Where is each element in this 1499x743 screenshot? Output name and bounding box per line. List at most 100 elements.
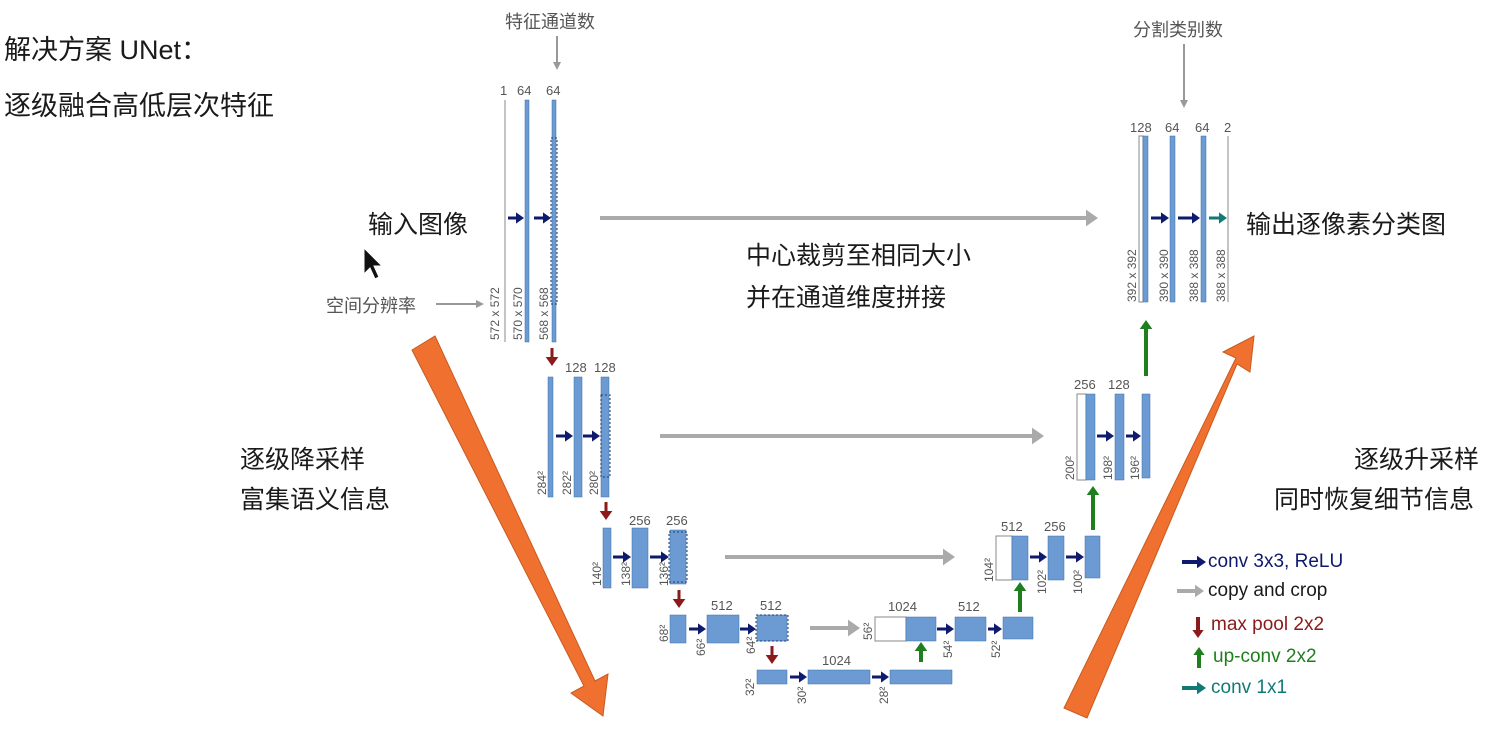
title-line-1: 解决方案 UNet： bbox=[4, 35, 209, 65]
channel-label: 1024 bbox=[888, 599, 917, 614]
conv-arrow bbox=[1076, 551, 1084, 563]
channel-label: 512 bbox=[711, 598, 733, 613]
cropped-region bbox=[755, 614, 789, 642]
size-label: 392 x 392 bbox=[1125, 249, 1139, 302]
cropped-region bbox=[668, 531, 688, 583]
upsample-line-2: 同时恢复细节信息 bbox=[1274, 486, 1475, 514]
channel-label: 512 bbox=[1001, 519, 1023, 534]
conv-arrow bbox=[946, 623, 954, 635]
copied-feature-block bbox=[1076, 393, 1087, 481]
center-crop-line-2: 并在通道维度拼接 bbox=[746, 284, 947, 312]
channel-label: 128 bbox=[594, 360, 616, 375]
feature-map-block bbox=[1142, 135, 1149, 303]
conv1x1-arrow bbox=[1219, 212, 1227, 224]
upconv-arrows bbox=[914, 320, 1153, 662]
up-conv-arrow bbox=[1139, 320, 1153, 329]
feature-map-block bbox=[669, 529, 687, 585]
size-label: 68² bbox=[657, 625, 671, 642]
size-label: 64² bbox=[744, 637, 758, 654]
size-label: 32² bbox=[743, 679, 757, 696]
legend-conv1x1-icon bbox=[1197, 681, 1206, 695]
up-conv-arrow bbox=[914, 642, 928, 651]
conv-arrow bbox=[1106, 430, 1114, 442]
feature-map-block bbox=[547, 376, 554, 498]
conv-arrow bbox=[623, 551, 631, 563]
copied-feature-block bbox=[874, 616, 907, 642]
feature-map-block bbox=[551, 99, 557, 343]
conv-arrow bbox=[661, 551, 669, 563]
size-label: 30² bbox=[795, 687, 809, 704]
feature-map-block bbox=[1002, 616, 1034, 640]
legend-icons bbox=[1177, 555, 1206, 695]
copied-feature-block bbox=[995, 535, 1013, 581]
conv-arrow bbox=[748, 623, 756, 635]
channel-label: 512 bbox=[958, 599, 980, 614]
feature-map-block bbox=[573, 376, 583, 498]
up-conv-arrow bbox=[1013, 582, 1027, 591]
size-label: 198² bbox=[1101, 456, 1115, 480]
size-label: 136² bbox=[657, 562, 671, 586]
copy-crop-arrow bbox=[943, 548, 955, 566]
size-label: 390 x 390 bbox=[1157, 249, 1171, 302]
input-image-label: 输入图像 bbox=[368, 211, 469, 239]
feature-map-block bbox=[524, 99, 530, 343]
feature-map-block bbox=[1047, 535, 1065, 581]
max-pool-arrow bbox=[672, 599, 686, 608]
conv-arrow bbox=[1039, 551, 1047, 563]
legend-conv-label: conv 3x3, ReLU bbox=[1208, 551, 1344, 572]
feature-map-block bbox=[889, 669, 953, 685]
downsample-line-2: 富集语义信息 bbox=[240, 486, 391, 514]
feature-map-block bbox=[631, 527, 649, 589]
feature-map-block bbox=[756, 614, 788, 642]
size-label: 102² bbox=[1035, 570, 1049, 594]
legend-conv-icon bbox=[1197, 555, 1206, 569]
size-label: 52² bbox=[989, 641, 1003, 658]
feature-map-block bbox=[905, 616, 937, 642]
size-label: 388 x 388 bbox=[1187, 249, 1201, 302]
size-label: 66² bbox=[694, 639, 708, 656]
conv-arrow bbox=[994, 623, 1002, 635]
feature-map-block bbox=[1085, 393, 1096, 481]
max-pool-arrow bbox=[545, 357, 559, 366]
conv-arrow bbox=[592, 430, 600, 442]
conv-arrow bbox=[543, 212, 551, 224]
channel-label: 64 bbox=[517, 83, 531, 98]
feature-map-block bbox=[1114, 393, 1125, 481]
legend-copy-label: copy and crop bbox=[1208, 580, 1328, 601]
max-pool-arrow bbox=[765, 655, 779, 664]
channel-label: 256 bbox=[666, 513, 688, 528]
downsample-line-1: 逐级降采样 bbox=[240, 446, 366, 474]
feature-map-block bbox=[1169, 135, 1176, 303]
upsample-big-arrow bbox=[1063, 335, 1255, 719]
conv-arrow bbox=[881, 671, 889, 683]
center-crop-line-1: 中心裁剪至相同大小 bbox=[746, 242, 972, 270]
channel-label: 2 bbox=[1224, 120, 1231, 135]
channel-label: 1 bbox=[500, 83, 507, 98]
size-label: 138² bbox=[619, 562, 633, 586]
feature-map-block bbox=[602, 527, 612, 589]
channel-label: 128 bbox=[565, 360, 587, 375]
pool-arrows bbox=[545, 348, 779, 664]
size-label: 388 x 388 bbox=[1214, 249, 1228, 302]
downsample-big-arrow bbox=[411, 335, 609, 717]
channel-label: 256 bbox=[629, 513, 651, 528]
size-label: 100² bbox=[1071, 570, 1085, 594]
up-conv-arrow bbox=[1086, 486, 1100, 495]
output-map-label: 输出逐像素分类图 bbox=[1246, 211, 1447, 239]
size-label: 196² bbox=[1128, 456, 1142, 480]
copy-crop-arrows bbox=[600, 209, 1098, 637]
channel-label: 128 bbox=[1108, 377, 1130, 392]
conv-arrow bbox=[1133, 430, 1141, 442]
conv-arrow bbox=[516, 212, 524, 224]
feature-map-block bbox=[1011, 535, 1029, 581]
feature-map-block bbox=[706, 614, 740, 644]
title-line-2: 逐级融合高低层次特征 bbox=[4, 91, 274, 121]
size-label: 568 x 568 bbox=[537, 287, 551, 340]
copy-crop-arrow bbox=[848, 619, 860, 637]
size-label: 54² bbox=[941, 641, 955, 658]
num-classes-label: 分割类别数 bbox=[1133, 20, 1223, 40]
channel-label: 256 bbox=[1074, 377, 1096, 392]
legend-upconv-icon bbox=[1193, 647, 1205, 655]
legend-pool-label: max pool 2x2 bbox=[1211, 614, 1325, 635]
